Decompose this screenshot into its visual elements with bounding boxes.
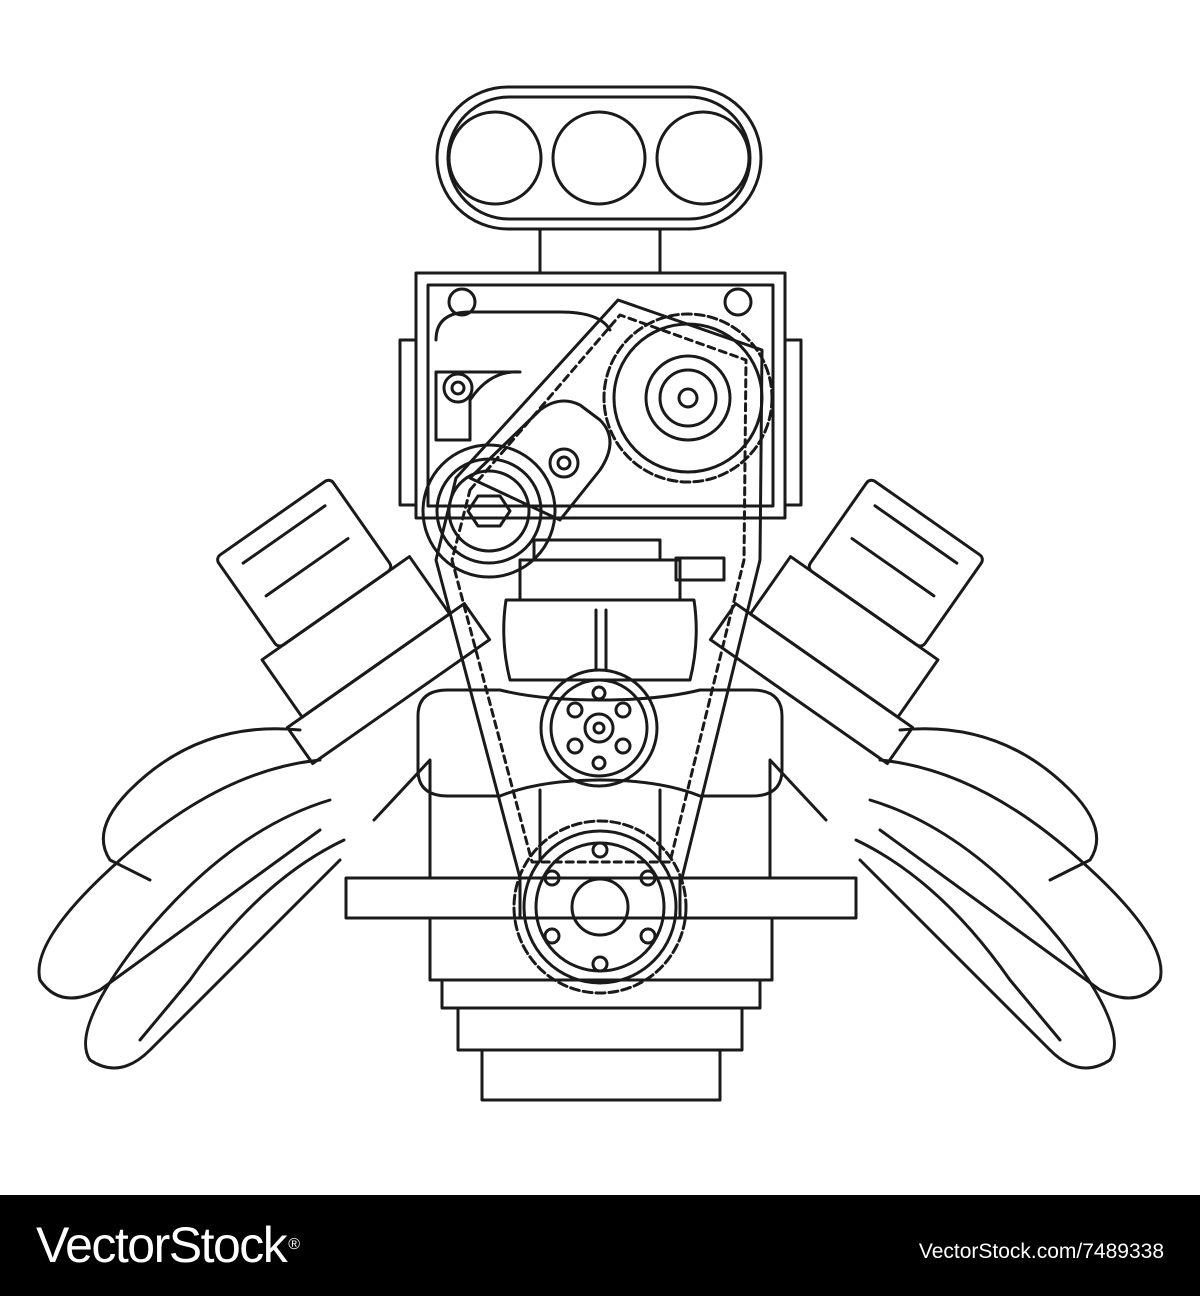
image-id: VectorStock.com/7489338	[918, 1240, 1164, 1263]
tensioner	[421, 370, 612, 579]
registered-mark: ®	[288, 1236, 300, 1253]
upper-pulley	[602, 312, 774, 484]
left-cylinder-head	[216, 478, 492, 766]
engine-drawing	[37, 85, 1163, 1102]
left-exhaust	[37, 727, 346, 1070]
intake-manifold	[502, 538, 726, 682]
air-scoop	[435, 85, 763, 275]
intake-center	[551, 110, 647, 206]
brand-name: VectorStock	[36, 1217, 288, 1273]
oil-pan	[344, 758, 858, 1102]
crank-pulley	[512, 788, 688, 995]
engine-block	[416, 668, 784, 798]
right-exhaust	[854, 727, 1163, 1070]
vectorstock-logo: VectorStock®	[36, 1215, 300, 1275]
supercharger	[398, 271, 803, 520]
right-cylinder-head	[708, 478, 984, 766]
intake-left	[447, 110, 543, 206]
watermark-bar: VectorStock® VectorStock.com/7489338	[0, 1195, 1200, 1296]
intake-right	[655, 110, 751, 206]
